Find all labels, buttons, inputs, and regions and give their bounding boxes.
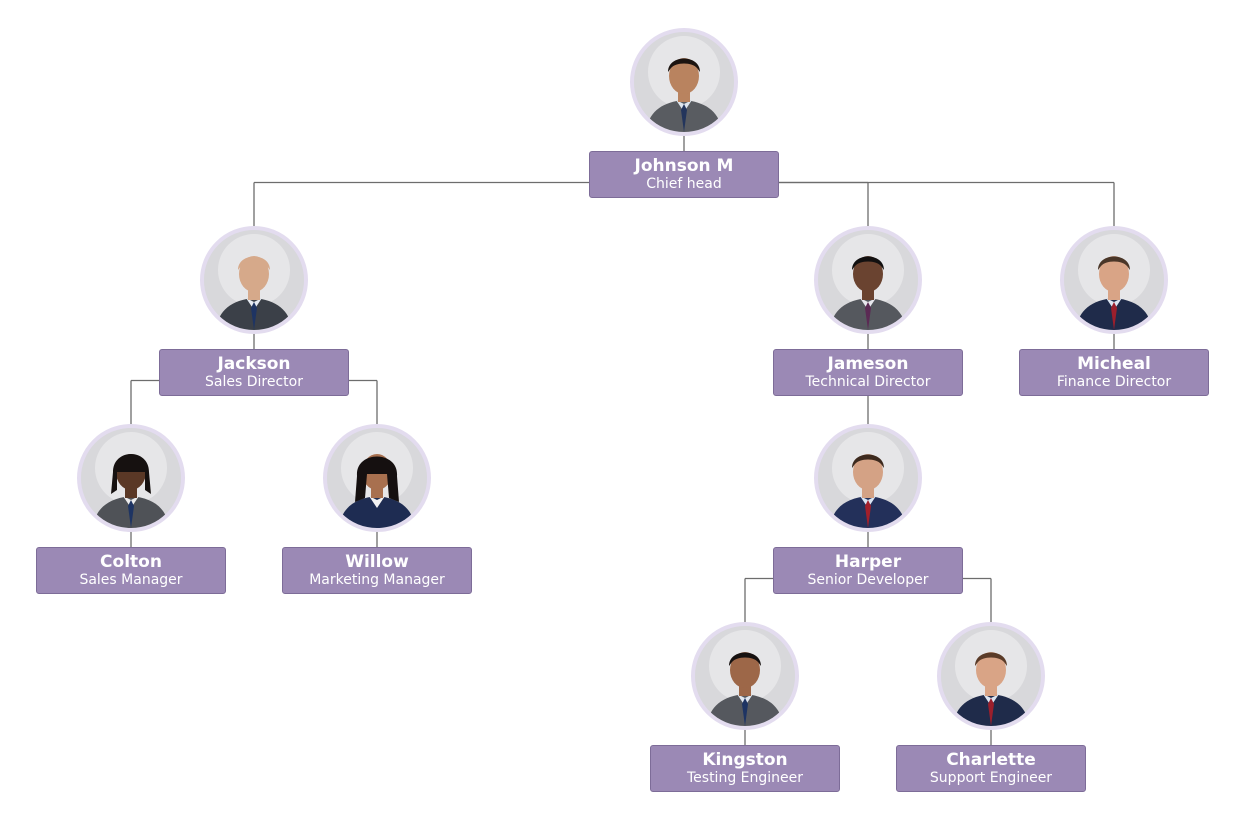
tie xyxy=(128,500,134,528)
tie xyxy=(1111,302,1117,330)
avatar-jackson xyxy=(200,226,308,334)
avatar-johnson xyxy=(630,28,738,136)
person-title: Finance Director xyxy=(1056,374,1172,390)
avatar-harper xyxy=(814,424,922,532)
avatar-colton xyxy=(77,424,185,532)
avatar-willow xyxy=(323,424,431,532)
tie xyxy=(251,302,257,330)
person-name: Micheal xyxy=(1077,354,1151,374)
person-title: Support Engineer xyxy=(929,770,1053,786)
avatar-charlette xyxy=(937,622,1045,730)
shirt xyxy=(369,496,385,508)
person-name: Willow xyxy=(345,552,409,572)
tie xyxy=(865,302,871,330)
person-title: Chief head xyxy=(646,176,722,192)
person-name: Charlette xyxy=(946,750,1036,770)
person-title: Sales Director xyxy=(205,374,303,390)
person-name: Johnson M xyxy=(634,156,734,176)
person-title: Marketing Manager xyxy=(309,572,445,588)
person-name: Kingston xyxy=(702,750,788,770)
avatar-jameson xyxy=(814,226,922,334)
person-name: Harper xyxy=(834,552,902,572)
tie xyxy=(865,500,871,528)
suit xyxy=(339,496,415,528)
person-name: Jameson xyxy=(827,354,909,374)
person-title: Senior Developer xyxy=(807,572,929,588)
tie xyxy=(742,698,748,726)
avatar-micheal xyxy=(1060,226,1168,334)
person-name: Colton xyxy=(100,552,162,572)
tie xyxy=(681,104,687,132)
tie xyxy=(988,698,994,726)
person-name: Jackson xyxy=(217,354,291,374)
avatar-kingston xyxy=(691,622,799,730)
person-title: Testing Engineer xyxy=(686,770,804,786)
person-title: Sales Manager xyxy=(79,572,183,588)
person-title: Technical Director xyxy=(805,374,931,390)
